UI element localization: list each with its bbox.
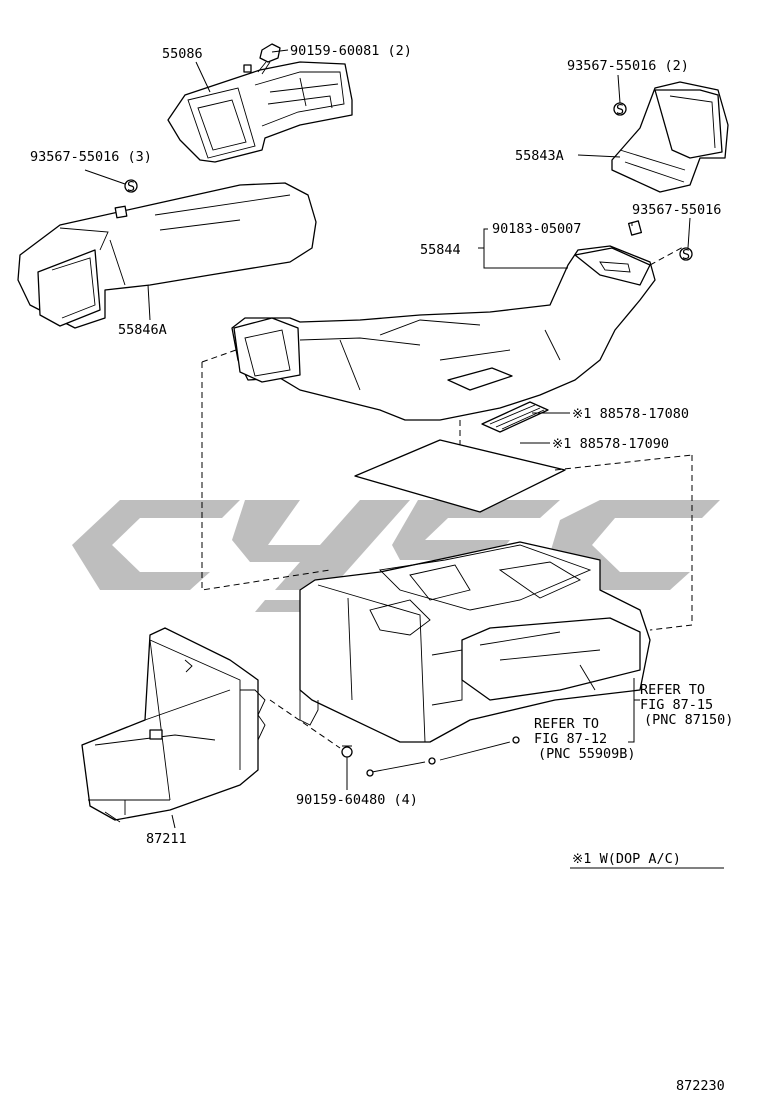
screw-90159-60081 [243,43,281,75]
part-labels: 55086 90159-60081 (2) 93567-55016 (3) 55… [30,43,733,1094]
filter-88578-17090 [354,439,566,513]
label-88578-17080: ※1 88578-17080 [572,406,689,422]
label-55843A: 55843A [515,148,564,164]
label-refer-87-15-line3: (PNC 87150) [644,712,733,728]
label-note-dop-ac: ※1 W(DOP A/C) [572,851,681,867]
label-55846A: 55846A [118,322,167,338]
label-refer-87-15-line1: REFER TO [640,682,705,698]
part-heater-unit [299,541,651,743]
clip-symbol-1: S [124,179,138,195]
label-88578-17090: ※1 88578-17090 [552,436,669,452]
label-refer-87-12-line3: (PNC 55909B) [538,746,636,762]
label-93567-55016-3: 93567-55016 (3) [30,149,152,165]
callout-lines [84,49,691,829]
assembly-guide-lines [201,245,693,749]
part-55844-duct [231,245,656,421]
part-55843A-duct [611,81,729,193]
clip-symbol-3: S [679,247,693,263]
figure-number: 872230 [676,1078,725,1094]
label-refer-87-12-line2: FIG 87-12 [534,731,607,747]
label-90183-05007: 90183-05007 [492,221,581,237]
label-55086: 55086 [162,46,203,62]
label-93567-55016-2: 93567-55016 (2) [567,58,689,74]
screw-90159-60480 [341,745,353,762]
label-93567-55016-single: 93567-55016 [632,202,721,218]
svg-text:S: S [616,102,624,118]
clip-symbol-2: S [613,102,627,118]
label-refer-87-15-line2: FIG 87-15 [640,697,713,713]
label-90159-60081: 90159-60081 (2) [290,43,412,59]
part-87211-case [81,627,266,823]
part-55846A-duct [17,182,317,329]
filter-88578-17080 [481,401,549,433]
svg-text:S: S [127,179,135,195]
label-87211: 87211 [146,831,187,847]
label-refer-87-12-line1: REFER TO [534,716,599,732]
label-90159-60480: 90159-60480 (4) [296,792,418,808]
svg-text:S: S [682,247,690,263]
part-55086-duct [167,61,353,163]
label-55844: 55844 [420,242,461,258]
clip-90183-05007 [627,220,643,236]
wire-harness-55909B [366,736,520,777]
